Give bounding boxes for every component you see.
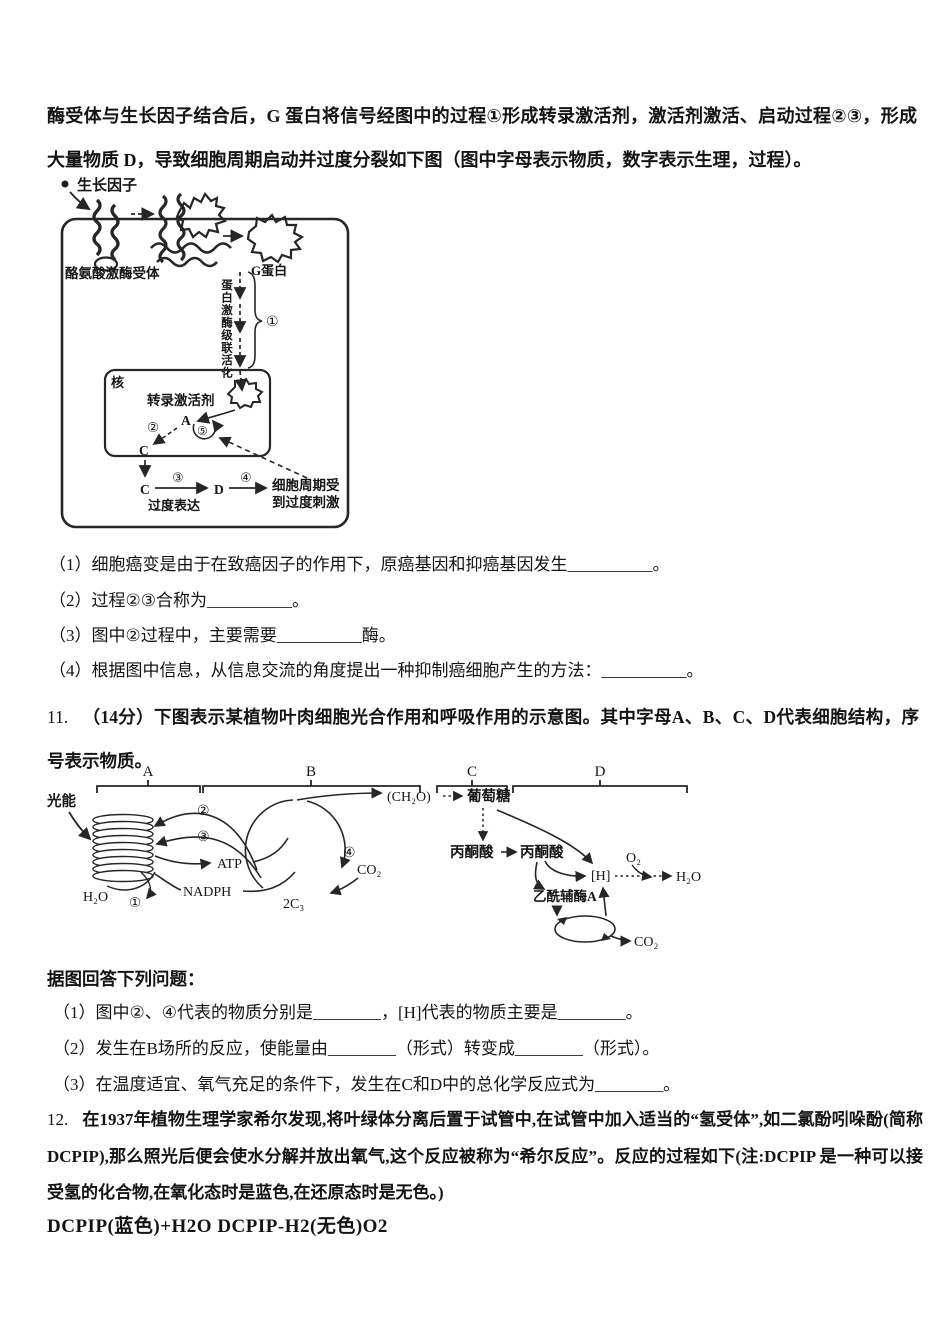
bracket-a-label: A bbox=[143, 764, 154, 780]
o2-label: O₂ bbox=[626, 851, 641, 866]
h-carrier-label: [H] bbox=[591, 869, 610, 884]
transcription-activator-blob bbox=[226, 377, 264, 410]
step5-label: ⑤ bbox=[197, 424, 208, 438]
bracket-b-label: B bbox=[306, 764, 316, 780]
krebs-arrowhead-1 bbox=[557, 917, 567, 925]
light-energy-arrow bbox=[68, 811, 92, 841]
question10-stem-paragraph: 酶受体与生长因子结合后，G 蛋白将信号经图中的过程①形成转录激活剂，激活剂激活、… bbox=[47, 106, 917, 170]
question12-number: 12. bbox=[47, 1110, 69, 1129]
nucleus-label: 核 bbox=[111, 375, 124, 390]
question11-text: （14分）下图表示某植物叶肉细胞光合作用和呼吸作用的示意图。其中字母A、B、C、… bbox=[47, 707, 919, 771]
glucose-label: 葡萄糖 bbox=[466, 787, 511, 805]
question12-text: 在1937年植物生理学家希尔发现,将叶绿体分离后置于试管中,在试管中加入适当的“… bbox=[47, 1110, 923, 1202]
photosynthesis-respiration-diagram: A B C D 光能 H₂O ① ② ③ ATP NADPH 2C₃ ④ CO₂… bbox=[46, 764, 701, 950]
c3-label: 2C₃ bbox=[283, 897, 304, 912]
calvin-cycle-circle bbox=[244, 799, 351, 889]
cascade-dashed-arrows bbox=[233, 272, 248, 392]
substance-a-label: A bbox=[181, 413, 191, 428]
receptor-label: 酪氨酸激酶受体 bbox=[65, 265, 160, 281]
co2-in-label: CO₂ bbox=[357, 863, 381, 878]
substance-c-nucleus-label: C bbox=[139, 443, 149, 458]
acetyl-coa-label: 乙酰辅酶A bbox=[533, 888, 597, 904]
question12-paragraph: 12.在1937年植物生理学家希尔发现,将叶绿体分离后置于试管中,在试管中加入适… bbox=[47, 1102, 923, 1212]
g-protein-blob bbox=[246, 213, 305, 264]
pyruvate-label-1: 丙酮酸 bbox=[450, 843, 494, 861]
nucleus-membrane bbox=[103, 368, 272, 458]
pyruvate-to-h-arrow bbox=[544, 860, 587, 883]
growth-factor-label: 生长因子 bbox=[77, 176, 137, 194]
bracket-d-label: D bbox=[595, 764, 606, 780]
ch2o-label: (CH₂O) bbox=[387, 790, 431, 805]
q11-subquestion-3: （3）在温度适宜、氧气充足的条件下，发生在C和D中的总化学反应式为_______… bbox=[53, 1075, 681, 1094]
nadph-to-cycle-line bbox=[242, 871, 296, 893]
co2-in-arrow bbox=[329, 877, 359, 896]
tyrosine-kinase-receptor-left bbox=[92, 198, 120, 272]
nadp-return-arrow bbox=[155, 835, 262, 879]
atp-out-arrow bbox=[154, 855, 212, 870]
krebs-to-co2-arrow bbox=[610, 935, 632, 947]
step1-label: ① bbox=[266, 315, 279, 330]
cell-membrane bbox=[60, 217, 350, 529]
activator-to-a-arrow bbox=[196, 409, 236, 424]
cell-cycle-result-line2: 到过度刺激 bbox=[272, 494, 340, 510]
light-energy-label: 光能 bbox=[46, 792, 76, 810]
nadph-label: NADPH bbox=[183, 885, 231, 900]
g-protein-label: G蛋白 bbox=[251, 263, 287, 278]
growth-factor-arrow bbox=[69, 191, 91, 211]
step3-label: ③ bbox=[197, 830, 210, 845]
step1-label: ① bbox=[129, 895, 141, 910]
h2o-out-label: H₂O bbox=[676, 870, 701, 885]
nadph-out-line bbox=[154, 873, 182, 891]
co2-out-label: CO₂ bbox=[634, 935, 658, 950]
pyruvate-label-2: 丙酮酸 bbox=[520, 843, 564, 861]
step2-label: ② bbox=[147, 420, 159, 435]
q10-subquestion-3: （3）图中②过程中，主要需要__________酶。 bbox=[49, 626, 396, 645]
step4-label: ④ bbox=[343, 846, 356, 861]
transcription-dashed-arrow bbox=[152, 427, 178, 446]
substance-c-label: C bbox=[140, 482, 150, 497]
step1-product-arrow bbox=[140, 871, 157, 900]
ch2o-out-arrow bbox=[296, 787, 383, 801]
substance-d-label: D bbox=[214, 482, 224, 497]
adp-return-arrow bbox=[153, 812, 258, 871]
q10-subquestion-1: （1）细胞癌变是由于在致癌因子的作用下，原癌基因和抑癌基因发生_________… bbox=[49, 555, 670, 574]
transcription-activator-label: 转录激活剂 bbox=[147, 392, 215, 408]
feedback-dashed-arrow bbox=[218, 436, 308, 479]
bracket-c-label: C bbox=[467, 764, 477, 780]
h2o-in-label: H₂O bbox=[83, 890, 108, 905]
question11-prompt: 据图回答下列问题： bbox=[47, 969, 205, 989]
step2-label: ② bbox=[197, 804, 210, 819]
step5-cycle-arrow bbox=[192, 419, 224, 440]
kinase-cascade-label: 蛋白激酶级联活化 bbox=[220, 279, 233, 379]
step3-label: ③ bbox=[172, 470, 184, 485]
question11-header: 11.（14分）下图表示某植物叶肉细胞光合作用和呼吸作用的示意图。其中字母A、B… bbox=[47, 695, 919, 783]
krebs-cycle-ellipse bbox=[554, 915, 616, 943]
step4-label: ④ bbox=[240, 470, 252, 485]
glucose-to-h-curve bbox=[496, 809, 594, 865]
pyruvate-to-acetyl-arrow bbox=[532, 861, 546, 890]
q10-subquestion-4: （4）根据图中信息，从信息交流的角度提出一种抑制癌细胞产生的方法：_______… bbox=[49, 661, 704, 680]
atp-label: ATP bbox=[217, 857, 242, 872]
water-in-line bbox=[106, 871, 156, 891]
q11-subquestion-2: （2）发生在B场所的反应，使能量由________（形式）转变成________… bbox=[53, 1039, 660, 1058]
question11-number: 11. bbox=[47, 707, 69, 727]
thylakoid-stack bbox=[92, 813, 154, 883]
growth-factor-dot bbox=[61, 180, 69, 188]
signal-pathway-diagram: 生长因子 酪氨酸激酶受体 G蛋白 蛋白激酶级联活化 ① 核 转录激活剂 A ② … bbox=[60, 176, 350, 529]
cell-cycle-result-line1: 细胞周期受 bbox=[272, 477, 340, 493]
structure-brackets bbox=[96, 780, 688, 793]
overexpression-label: 过度表达 bbox=[148, 498, 200, 513]
krebs-to-h-arrow bbox=[598, 886, 610, 917]
activated-receptor-dimer bbox=[150, 192, 232, 268]
q11-subquestion-1: （1）图中②、④代表的物质分别是________，[H]代表的物质主要是____… bbox=[53, 1003, 643, 1022]
o2-in-arrow bbox=[631, 864, 653, 881]
step1-brace bbox=[247, 271, 263, 369]
q10-subquestion-2: （2）过程②③合称为__________。 bbox=[49, 591, 309, 610]
atp-to-cycle-line bbox=[252, 837, 289, 863]
hill-reaction-formula: DCPIP(蓝色)+H2O DCPIP-H2(无色)O2 bbox=[47, 1216, 388, 1237]
krebs-arrowhead-2 bbox=[601, 933, 611, 941]
